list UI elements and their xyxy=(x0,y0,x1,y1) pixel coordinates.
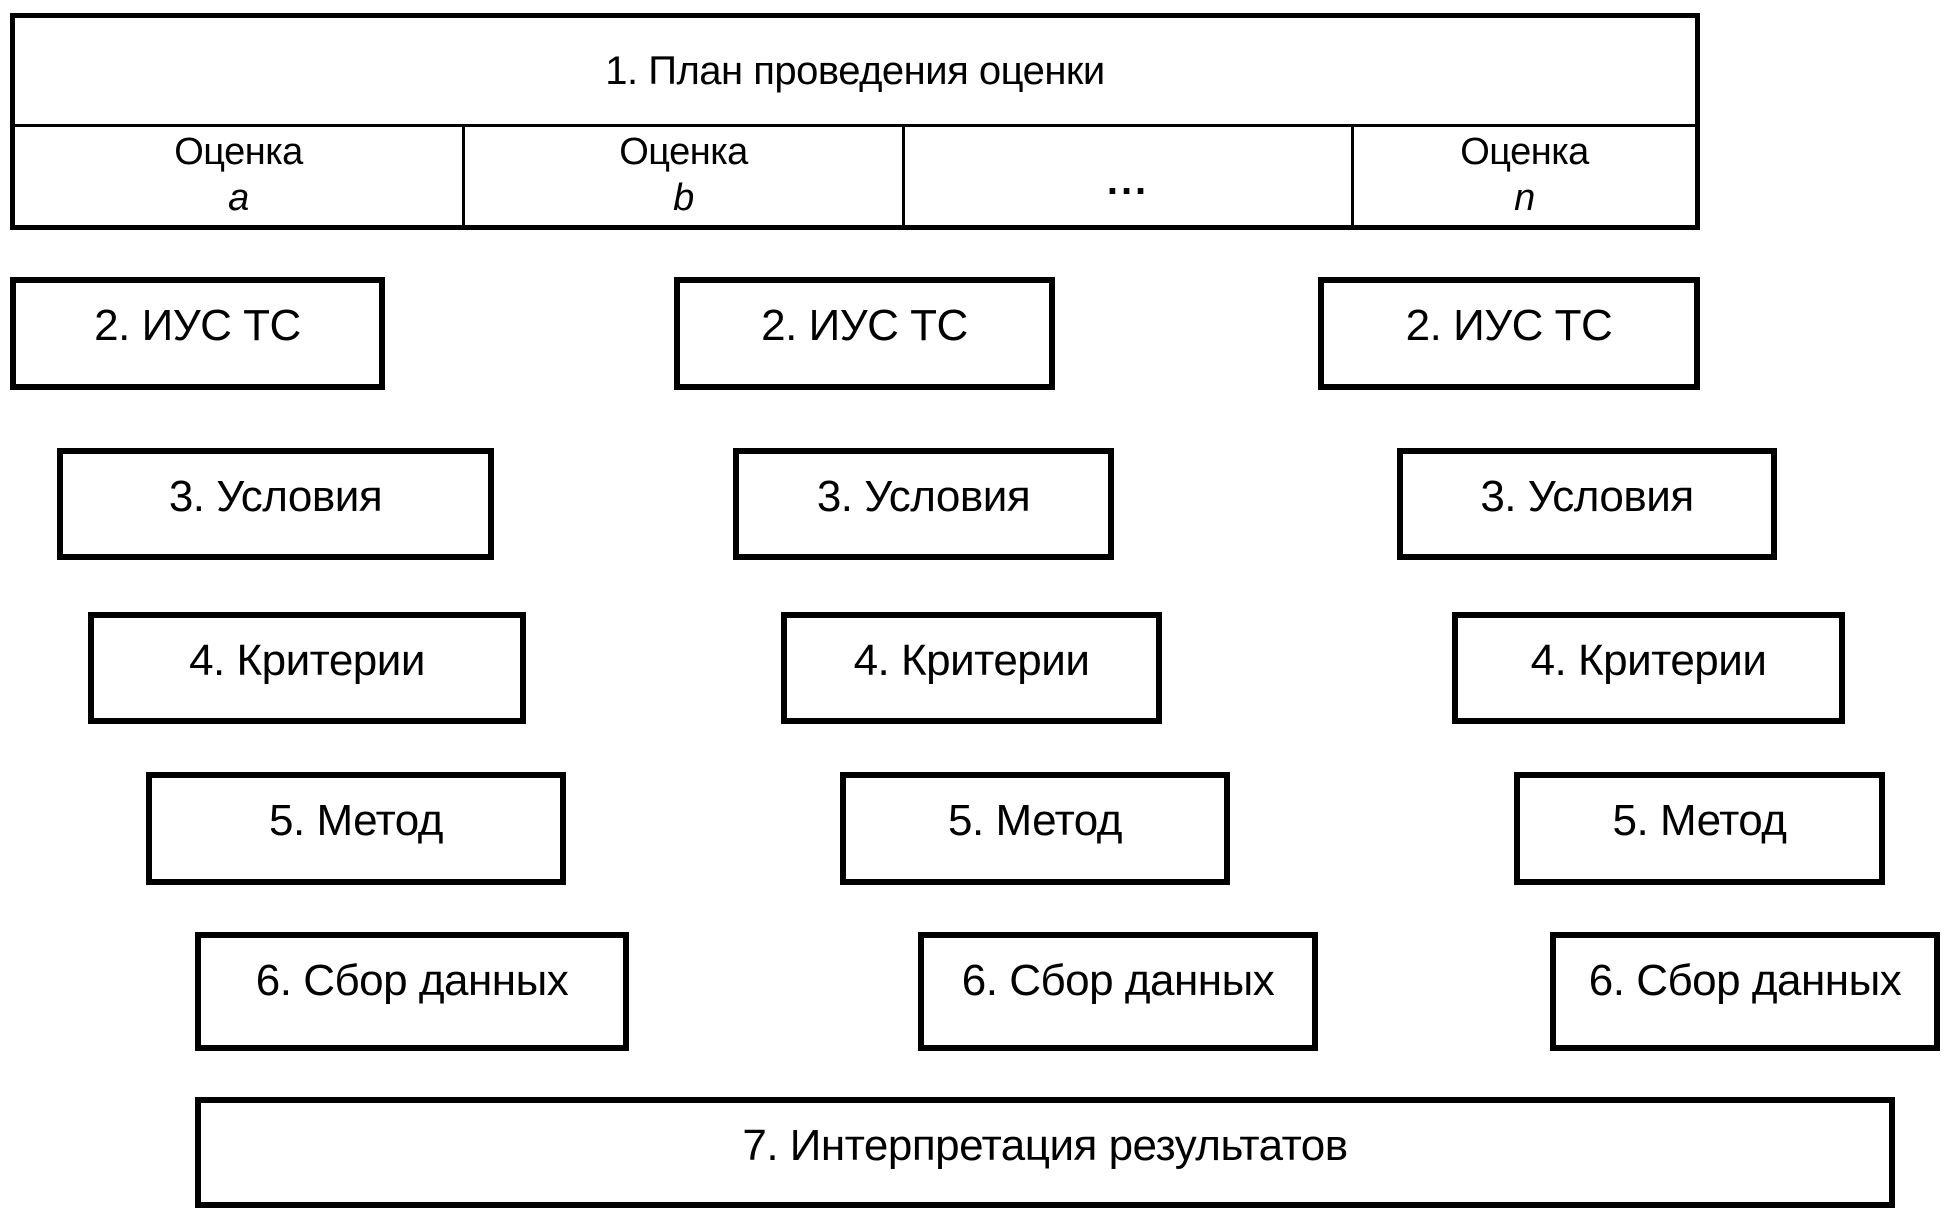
box-label: 6. Сбор данных xyxy=(1588,956,1902,1005)
ellipsis-label: ... xyxy=(1106,159,1150,203)
assessment-title: Оценка xyxy=(174,131,303,174)
plan-table: 1. План проведения оценки Оценка a Оценк… xyxy=(10,13,1700,230)
box-label: 3. Условия xyxy=(1480,472,1694,521)
box-ius-ts-col-2: 2. ИУС ТС xyxy=(674,277,1055,390)
box-label: 2. ИУС ТС xyxy=(94,301,301,350)
box-conditions-col-1: 3. Условия xyxy=(57,448,494,560)
box-label: 4. Критерии xyxy=(189,636,425,685)
box-criteria-col-3: 4. Критерии xyxy=(1452,612,1845,724)
box-label: 5. Метод xyxy=(1612,796,1787,845)
box-label: 6. Сбор данных xyxy=(255,956,569,1005)
box-label: 3. Условия xyxy=(168,472,383,521)
box-label: 6. Сбор данных xyxy=(961,956,1275,1005)
plan-header-cell: 1. План проведения оценки xyxy=(15,18,1695,127)
box-label: 5. Метод xyxy=(948,796,1122,845)
box-method-col-2: 5. Метод xyxy=(840,772,1230,885)
plan-cell-assessment-n: Оценка n xyxy=(1354,127,1695,225)
box-label: 3. Условия xyxy=(816,472,1031,521)
box-ius-ts-col-3: 2. ИУС ТС xyxy=(1318,277,1700,390)
box-label: 7. Интерпретация результатов xyxy=(742,1121,1348,1170)
box-method-col-3: 5. Метод xyxy=(1514,772,1885,885)
box-data-collection-col-3: 6. Сбор данных xyxy=(1550,932,1940,1051)
box-label: 4. Критерии xyxy=(853,636,1090,685)
plan-cell-assessment-b: Оценка b xyxy=(465,127,905,225)
box-interpretation: 7. Интерпретация результатов xyxy=(195,1097,1895,1208)
box-ius-ts-col-1: 2. ИУС ТС xyxy=(10,277,385,390)
plan-cell-ellipsis: ... xyxy=(905,127,1354,225)
box-label: 2. ИУС ТС xyxy=(1405,301,1613,350)
plan-cell-assessment-a: Оценка a xyxy=(15,127,465,225)
box-data-collection-col-2: 6. Сбор данных xyxy=(918,932,1318,1051)
assessment-title: Оценка xyxy=(619,131,748,174)
box-criteria-col-2: 4. Критерии xyxy=(781,612,1162,724)
box-label: 4. Критерии xyxy=(1530,636,1767,685)
assessment-title: Оценка xyxy=(1460,131,1589,174)
box-criteria-col-1: 4. Критерии xyxy=(88,612,526,724)
assessment-index: b xyxy=(673,177,694,219)
box-label: 5. Метод xyxy=(269,796,443,845)
plan-assessments-row: Оценка a Оценка b ... Оценка n xyxy=(15,127,1695,225)
box-data-collection-col-1: 6. Сбор данных xyxy=(195,932,629,1051)
box-method-col-1: 5. Метод xyxy=(146,772,566,885)
box-conditions-col-2: 3. Условия xyxy=(733,448,1114,560)
assessment-index: a xyxy=(228,177,249,219)
box-conditions-col-3: 3. Условия xyxy=(1397,448,1777,560)
box-label: 2. ИУС ТС xyxy=(761,301,968,350)
assessment-index: n xyxy=(1514,177,1535,219)
